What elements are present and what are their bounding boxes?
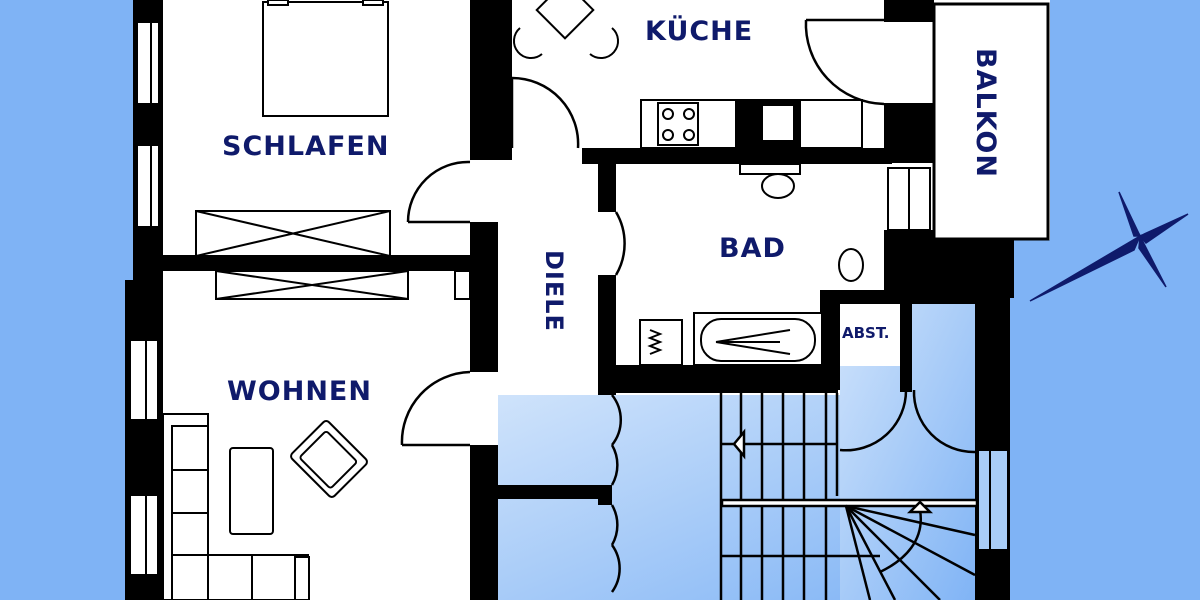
- room-label-balkon: BALKON: [970, 48, 1001, 178]
- sofa: [162, 413, 310, 600]
- room-label-kueche: KÜCHE: [645, 16, 754, 47]
- room-label-wohnen: WOHNEN: [227, 376, 372, 407]
- kitchen-counter: [640, 99, 863, 149]
- door-swings: [400, 18, 976, 593]
- windows-left: [129, 21, 160, 576]
- compass-rose-icon: [1029, 191, 1189, 302]
- room-label-schlafen: SCHLAFEN: [222, 131, 390, 162]
- wardrobe-schlafen: [195, 210, 391, 257]
- bed: [262, 0, 389, 117]
- balcony-outline: [932, 2, 1050, 241]
- room-label-abst: ABST.: [842, 324, 890, 342]
- armchair: [290, 420, 368, 498]
- coffee-table: [229, 447, 274, 535]
- staircase: [719, 393, 979, 600]
- windows-right: [887, 167, 931, 231]
- wardrobe-wohnen: [215, 270, 471, 300]
- room-label-bad: BAD: [719, 233, 786, 264]
- bathtub: [693, 312, 823, 366]
- washing-machine: [639, 319, 683, 366]
- toilet: [838, 248, 864, 282]
- stairwell-window: [977, 449, 1009, 551]
- dining-set: [513, 0, 619, 59]
- room-label-diele: DIELE: [540, 250, 568, 332]
- abst-room-floor: [838, 302, 900, 366]
- sink-bath: [739, 163, 801, 199]
